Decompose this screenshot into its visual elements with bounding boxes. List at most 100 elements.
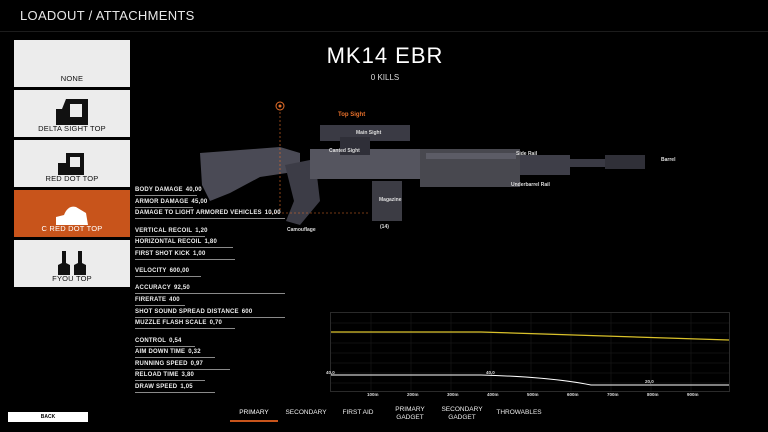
x-tick-label: 200m <box>407 392 419 397</box>
weapon-name: MK14 EBR <box>326 43 444 68</box>
attachment-label: C RED DOT TOP <box>41 224 103 233</box>
stat-label: FIRST SHOT KICK <box>135 251 190 257</box>
stat-value: 92,50 <box>173 285 190 291</box>
tab-secondary[interactable]: SECONDARY <box>285 409 327 416</box>
stat-value: 0,54 <box>169 338 182 344</box>
stat-label: FIRERATE <box>135 297 167 303</box>
callout-top-sight[interactable]: Top Sight <box>338 112 366 118</box>
tab-selection-indicator <box>230 420 278 422</box>
x-tick-label: 400m <box>487 392 499 397</box>
stat-bar <box>135 392 215 393</box>
stat-bar <box>135 247 233 248</box>
stat-label: DAMAGE TO LIGHT ARMORED VEHICLES <box>135 210 262 216</box>
stat-value: 1,20 <box>195 228 208 234</box>
magazine-count: (14) <box>380 224 389 230</box>
stat-label: RUNNING SPEED <box>135 361 188 367</box>
attachment-option-fyou-top[interactable]: FYOU TOP <box>14 240 130 287</box>
stat-label: SHOT SOUND SPREAD DISTANCE <box>135 309 239 315</box>
stat-bar <box>135 293 285 294</box>
tab-first-aid[interactable]: FIRST AID <box>342 409 374 416</box>
stat-label: RELOAD TIME <box>135 372 179 378</box>
attachment-option-c-red-dot-top[interactable]: C RED DOT TOP <box>14 190 130 237</box>
weapon-kills: 0 KILLS <box>370 73 400 82</box>
header-divider <box>0 31 768 32</box>
stat-value: 600 <box>241 309 253 315</box>
stat-value: 1,00 <box>193 251 206 257</box>
stat-value: 3,80 <box>181 372 195 378</box>
attachment-label: DELTA SIGHT TOP <box>38 124 106 133</box>
stat-value: 10,00 <box>264 210 281 216</box>
stat-bar <box>135 276 201 277</box>
stat-bar <box>135 207 193 208</box>
stat-label: VELOCITY <box>135 268 167 274</box>
callout-side-rail[interactable]: Side Rail <box>516 151 538 157</box>
c-red-dot-icon <box>56 206 88 225</box>
stat-bar <box>135 218 285 219</box>
callout-barrel[interactable]: Barrel <box>661 157 676 163</box>
stat-value: 0,32 <box>188 349 201 355</box>
attachment-option-none[interactable]: NONE <box>14 40 130 87</box>
stat-bar <box>135 346 195 347</box>
stat-bar <box>135 380 205 381</box>
callout-canted-sight[interactable]: Canted Sight <box>329 148 360 154</box>
loadout-tabs: PRIMARY SECONDARY FIRST AID PRIMARY GADG… <box>0 400 768 432</box>
tab-secondary-gadget[interactable]: SECONDARY GADGET <box>441 406 483 421</box>
damage-connector <box>270 212 370 214</box>
delta-sight-icon <box>56 99 88 125</box>
tab-primary-gadget[interactable]: PRIMARY GADGET <box>395 406 425 421</box>
tab-throwables[interactable]: THROWABLES <box>496 409 542 416</box>
x-tick-label: 300m <box>447 392 459 397</box>
weapon-model <box>200 125 645 225</box>
callout-underbarrel-rail[interactable]: Underbarrel Rail <box>511 182 550 188</box>
graph-canvas <box>331 313 729 391</box>
stat-label: ACCURACY <box>135 285 171 291</box>
attachment-label: RED DOT TOP <box>45 174 99 183</box>
stat-bar <box>135 369 230 370</box>
stat-bar <box>135 259 235 260</box>
stat-label: DRAW SPEED <box>135 384 178 390</box>
x-tick-label: 100m <box>367 392 379 397</box>
tab-primary[interactable]: PRIMARY <box>239 409 269 416</box>
callout-magazine[interactable]: Magazine <box>379 197 402 203</box>
stat-label: AIM DOWN TIME <box>135 349 186 355</box>
stat-value: 1,80 <box>204 239 217 245</box>
attachment-label: FYOU TOP <box>52 274 92 283</box>
damage-line <box>331 374 729 386</box>
damage-graph <box>330 312 730 392</box>
stat-label: HORIZONTAL RECOIL <box>135 239 202 245</box>
stat-value: 400 <box>169 297 180 303</box>
page-title: LOADOUT / ATTACHMENTS <box>20 8 195 23</box>
x-tick-label: 800m <box>647 392 659 397</box>
stat-label: BODY DAMAGE <box>135 187 183 193</box>
back-button[interactable]: BACK <box>8 412 88 422</box>
callout-camouflage[interactable]: Camouflage <box>287 227 316 233</box>
damage-label: 40,0 <box>326 370 335 375</box>
stat-value: 1,05 <box>180 384 193 390</box>
stat-value: 0,70 <box>209 320 223 326</box>
x-tick-label: 500m <box>527 392 539 397</box>
stat-bar <box>135 328 235 329</box>
fyou-icon <box>58 251 86 275</box>
stat-bar <box>135 357 215 358</box>
red-dot-icon <box>58 153 84 175</box>
attachment-list: NONE DELTA SIGHT TOP RED DOT TOP C RED D… <box>14 40 130 290</box>
callout-main-sight[interactable]: Main Sight <box>356 130 382 136</box>
attachment-option-red-dot-top[interactable]: RED DOT TOP <box>14 140 130 187</box>
stat-bar <box>135 317 285 318</box>
attachment-option-delta-sight-top[interactable]: DELTA SIGHT TOP <box>14 90 130 137</box>
stat-label: VERTICAL RECOIL <box>135 228 193 234</box>
damage-label: 20,0 <box>645 379 654 384</box>
attachment-label: NONE <box>60 74 84 83</box>
